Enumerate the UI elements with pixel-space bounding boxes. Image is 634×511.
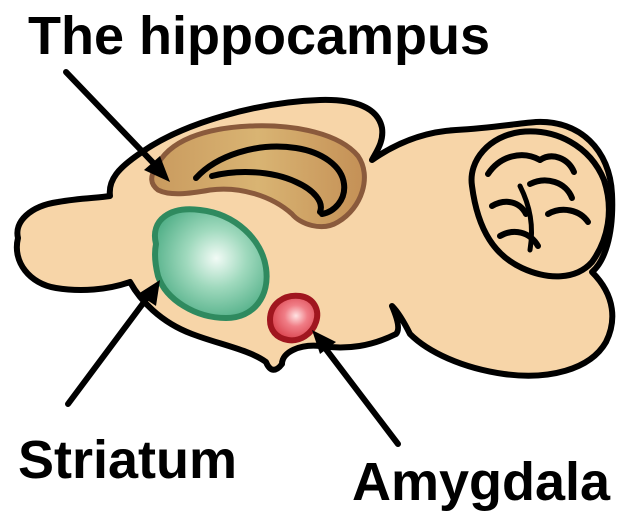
arrow-hippocampus — [66, 72, 170, 182]
label-striatum: Striatum — [18, 430, 237, 490]
label-amygdala: Amygdala — [352, 452, 611, 511]
label-hippocampus: The hippocampus — [28, 6, 490, 66]
amygdala-region — [270, 296, 317, 341]
arrow-striatum — [68, 280, 160, 404]
